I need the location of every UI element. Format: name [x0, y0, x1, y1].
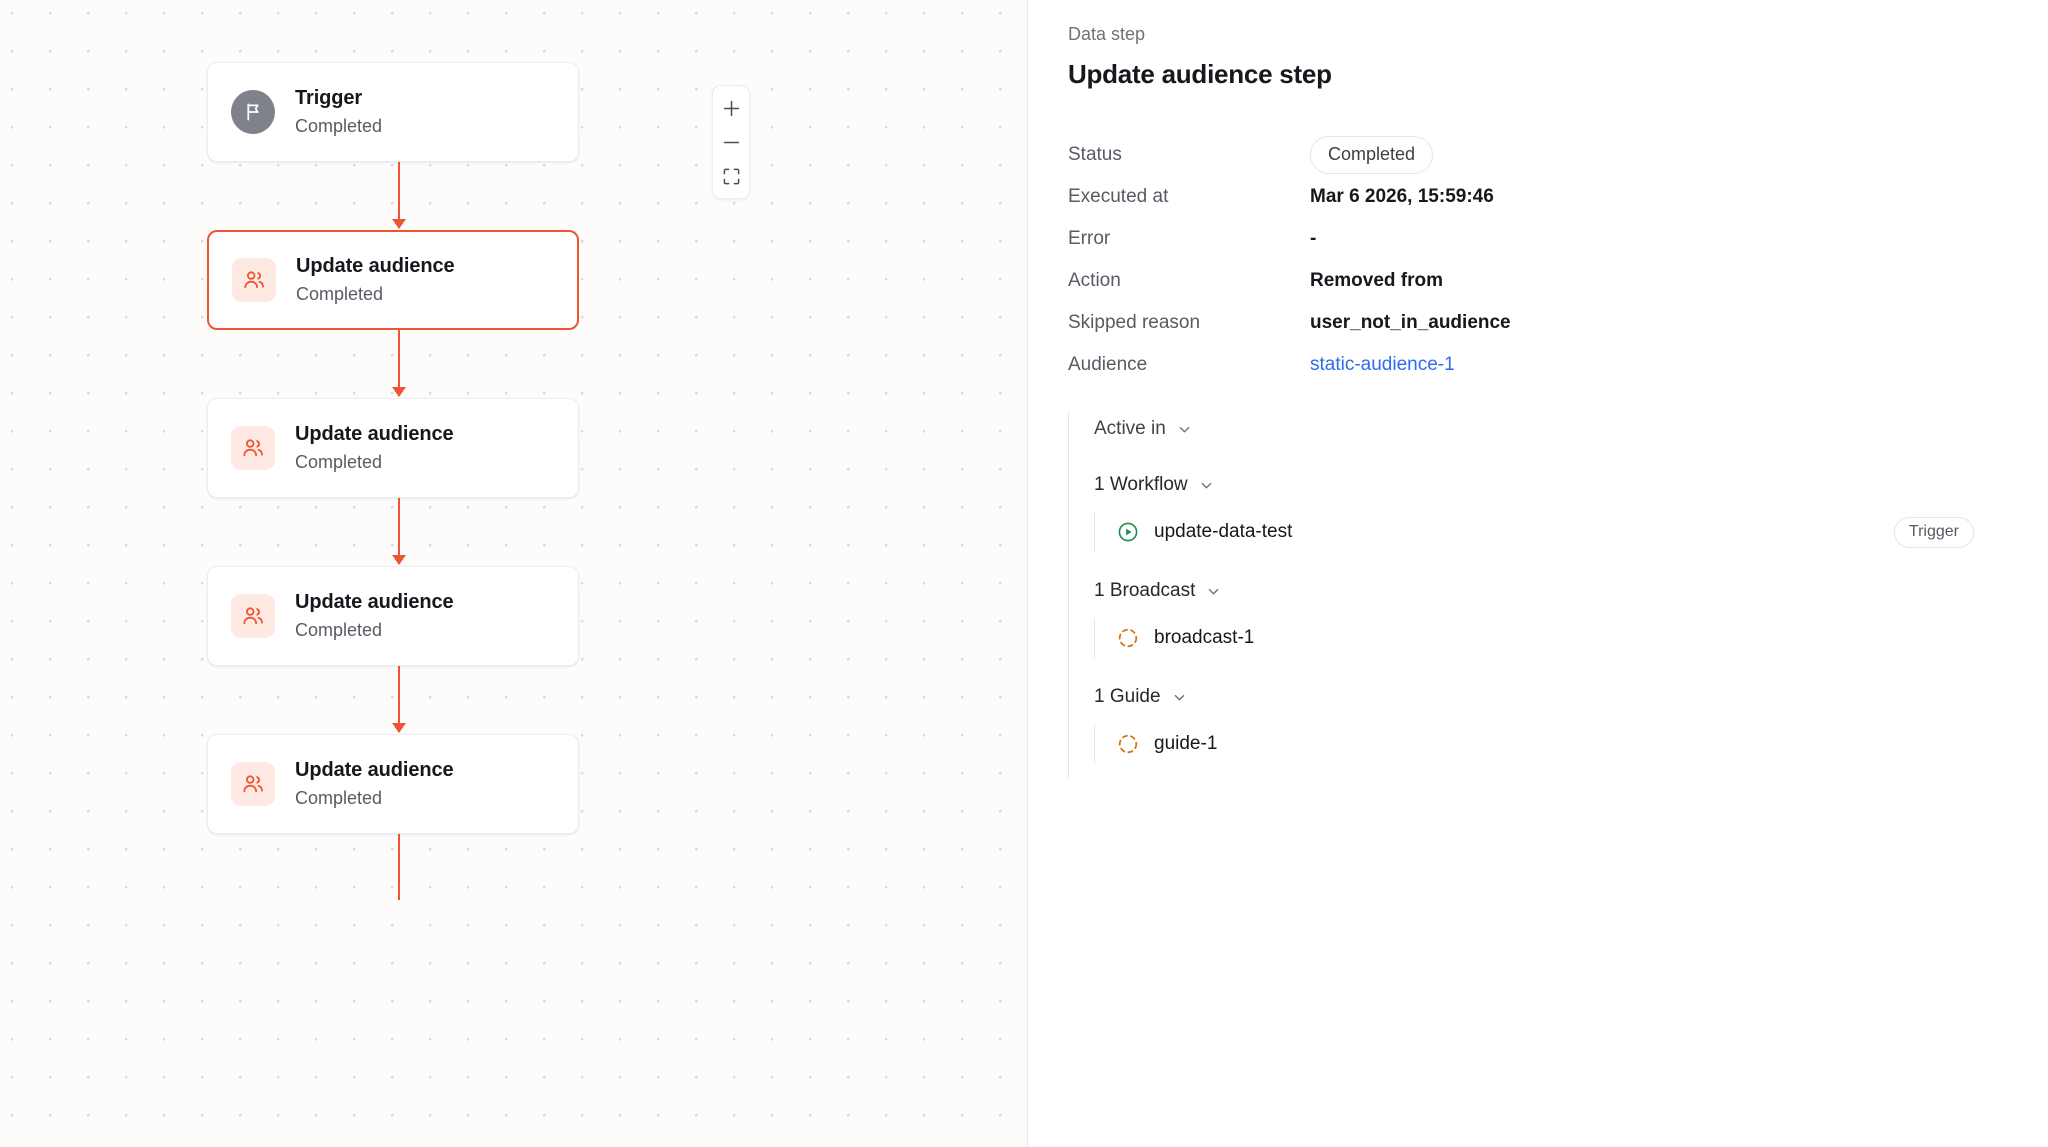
group-items: guide-1	[1094, 724, 2008, 765]
zoom-controls	[712, 85, 750, 199]
chevron-down-icon	[1199, 478, 1214, 493]
node-title: Update audience	[295, 590, 454, 613]
workflow-canvas[interactable]: Trigger Completed Update audience Comple…	[0, 0, 1028, 1147]
detail-label: Skipped reason	[1068, 311, 1201, 333]
entity-name: broadcast-1	[1154, 627, 1255, 649]
detail-row: Skipped reason user_not_in_audience	[1068, 302, 2008, 344]
chevron-down-icon	[1206, 584, 1221, 599]
group-label: 1 Broadcast	[1094, 580, 1196, 602]
active-in-section: Active in 1 Workflow update-data-test Tr…	[1068, 412, 2008, 779]
audience-link[interactable]: static-audience-1	[1310, 353, 1455, 375]
connector-2	[392, 330, 406, 397]
detail-label: Audience	[1068, 353, 1148, 375]
node-icon-flag-icon	[231, 90, 275, 134]
node-title: Trigger	[295, 86, 363, 109]
detail-row: Action Removed from	[1068, 260, 2008, 302]
users-icon	[243, 775, 263, 793]
dashed-circle-icon	[1118, 628, 1138, 648]
node-icon-users-icon	[231, 594, 275, 638]
entity-name: update-data-test	[1154, 521, 1293, 543]
users-icon	[243, 607, 263, 625]
detail-row: Audience static-audience-1	[1068, 344, 2008, 386]
active-in-groups: 1 Workflow update-data-test Trigger 1 Bro…	[1094, 468, 2008, 765]
active-in-toggle[interactable]: Active in	[1094, 412, 2008, 446]
detail-value: Mar 6 2026, 15:59:46	[1310, 185, 1494, 207]
node-title: Update audience	[296, 254, 455, 277]
node-status: Completed	[295, 787, 383, 808]
detail-row: Error -	[1068, 218, 2008, 260]
chevron-down-icon	[1177, 422, 1192, 437]
detail-label: Action	[1068, 269, 1121, 291]
users-icon	[243, 439, 263, 457]
active-in-group: 1 Guide guide-1	[1094, 680, 2008, 765]
active-in-group: 1 Broadcast broadcast-1	[1094, 574, 2008, 659]
detail-value: user_not_in_audience	[1310, 311, 1511, 333]
active-in-label: Active in	[1094, 418, 1166, 440]
group-label: 1 Guide	[1094, 686, 1161, 708]
group-toggle[interactable]: 1 Guide	[1094, 680, 2008, 714]
node-icon-users-icon	[231, 762, 275, 806]
detail-row: Executed at Mar 6 2026, 15:59:46	[1068, 176, 2008, 218]
fit-view-button[interactable]	[712, 159, 750, 193]
plus-icon	[723, 100, 739, 116]
detail-label: Executed at	[1068, 185, 1169, 207]
active-in-group: 1 Workflow update-data-test Trigger	[1094, 468, 2008, 553]
panel-eyebrow: Data step	[1068, 24, 1146, 44]
detail-label: Status	[1068, 143, 1122, 165]
connector-4	[392, 666, 406, 733]
node-status: Completed	[295, 451, 383, 472]
node-status: Completed	[295, 115, 383, 136]
step-details-panel: Data step Update audience step Status Com…	[1028, 0, 2048, 1147]
dashed-circle-icon	[1117, 733, 1139, 755]
zoom-out-button[interactable]	[712, 125, 750, 159]
play-circle-icon	[1118, 522, 1138, 542]
entity-name: guide-1	[1154, 733, 1218, 755]
detail-value: Removed from	[1310, 269, 1444, 291]
list-item[interactable]: update-data-test Trigger	[1117, 512, 2008, 552]
flow-node-trigger[interactable]: Trigger Completed	[207, 62, 579, 162]
node-status: Completed	[295, 619, 383, 640]
play-circle-icon	[1117, 521, 1139, 543]
group-toggle[interactable]: 1 Workflow	[1094, 468, 2008, 502]
zoom-in-button[interactable]	[712, 91, 750, 125]
page-title: Update audience step	[1068, 59, 1332, 90]
group-toggle[interactable]: 1 Broadcast	[1094, 574, 2008, 608]
node-title: Update audience	[295, 758, 454, 781]
fit-view-icon	[723, 168, 739, 184]
group-items: broadcast-1	[1094, 618, 2008, 659]
connector-3	[392, 498, 406, 565]
status-badge: Completed	[1310, 136, 1434, 174]
chevron-down-icon	[1172, 690, 1187, 705]
flow-node-step-2[interactable]: Update audience Completed	[207, 398, 579, 498]
node-icon-users-icon	[232, 258, 276, 302]
connector-5	[392, 834, 406, 900]
connector-1	[392, 162, 406, 229]
panel-divider	[1027, 0, 1028, 1147]
minus-icon	[723, 141, 739, 143]
group-items: update-data-test Trigger	[1094, 512, 2008, 553]
dashed-circle-icon	[1118, 734, 1138, 754]
flow-node-step-3[interactable]: Update audience Completed	[207, 566, 579, 666]
dashed-circle-icon	[1117, 627, 1139, 649]
detail-row: Status Completed	[1068, 134, 2008, 176]
flow-node-step-1[interactable]: Update audience Completed	[207, 230, 579, 330]
flow-node-step-4[interactable]: Update audience Completed	[207, 734, 579, 834]
trigger-badge: Trigger	[1893, 516, 1974, 548]
detail-value: -	[1310, 227, 1317, 249]
flag-icon	[247, 103, 259, 121]
detail-label: Error	[1068, 227, 1111, 249]
list-item[interactable]: guide-1	[1117, 724, 2008, 764]
node-title: Update audience	[295, 422, 454, 445]
list-item[interactable]: broadcast-1	[1117, 618, 2008, 658]
group-label: 1 Workflow	[1094, 474, 1188, 496]
users-icon	[244, 271, 264, 289]
node-icon-users-icon	[231, 426, 275, 470]
node-status: Completed	[296, 283, 384, 304]
